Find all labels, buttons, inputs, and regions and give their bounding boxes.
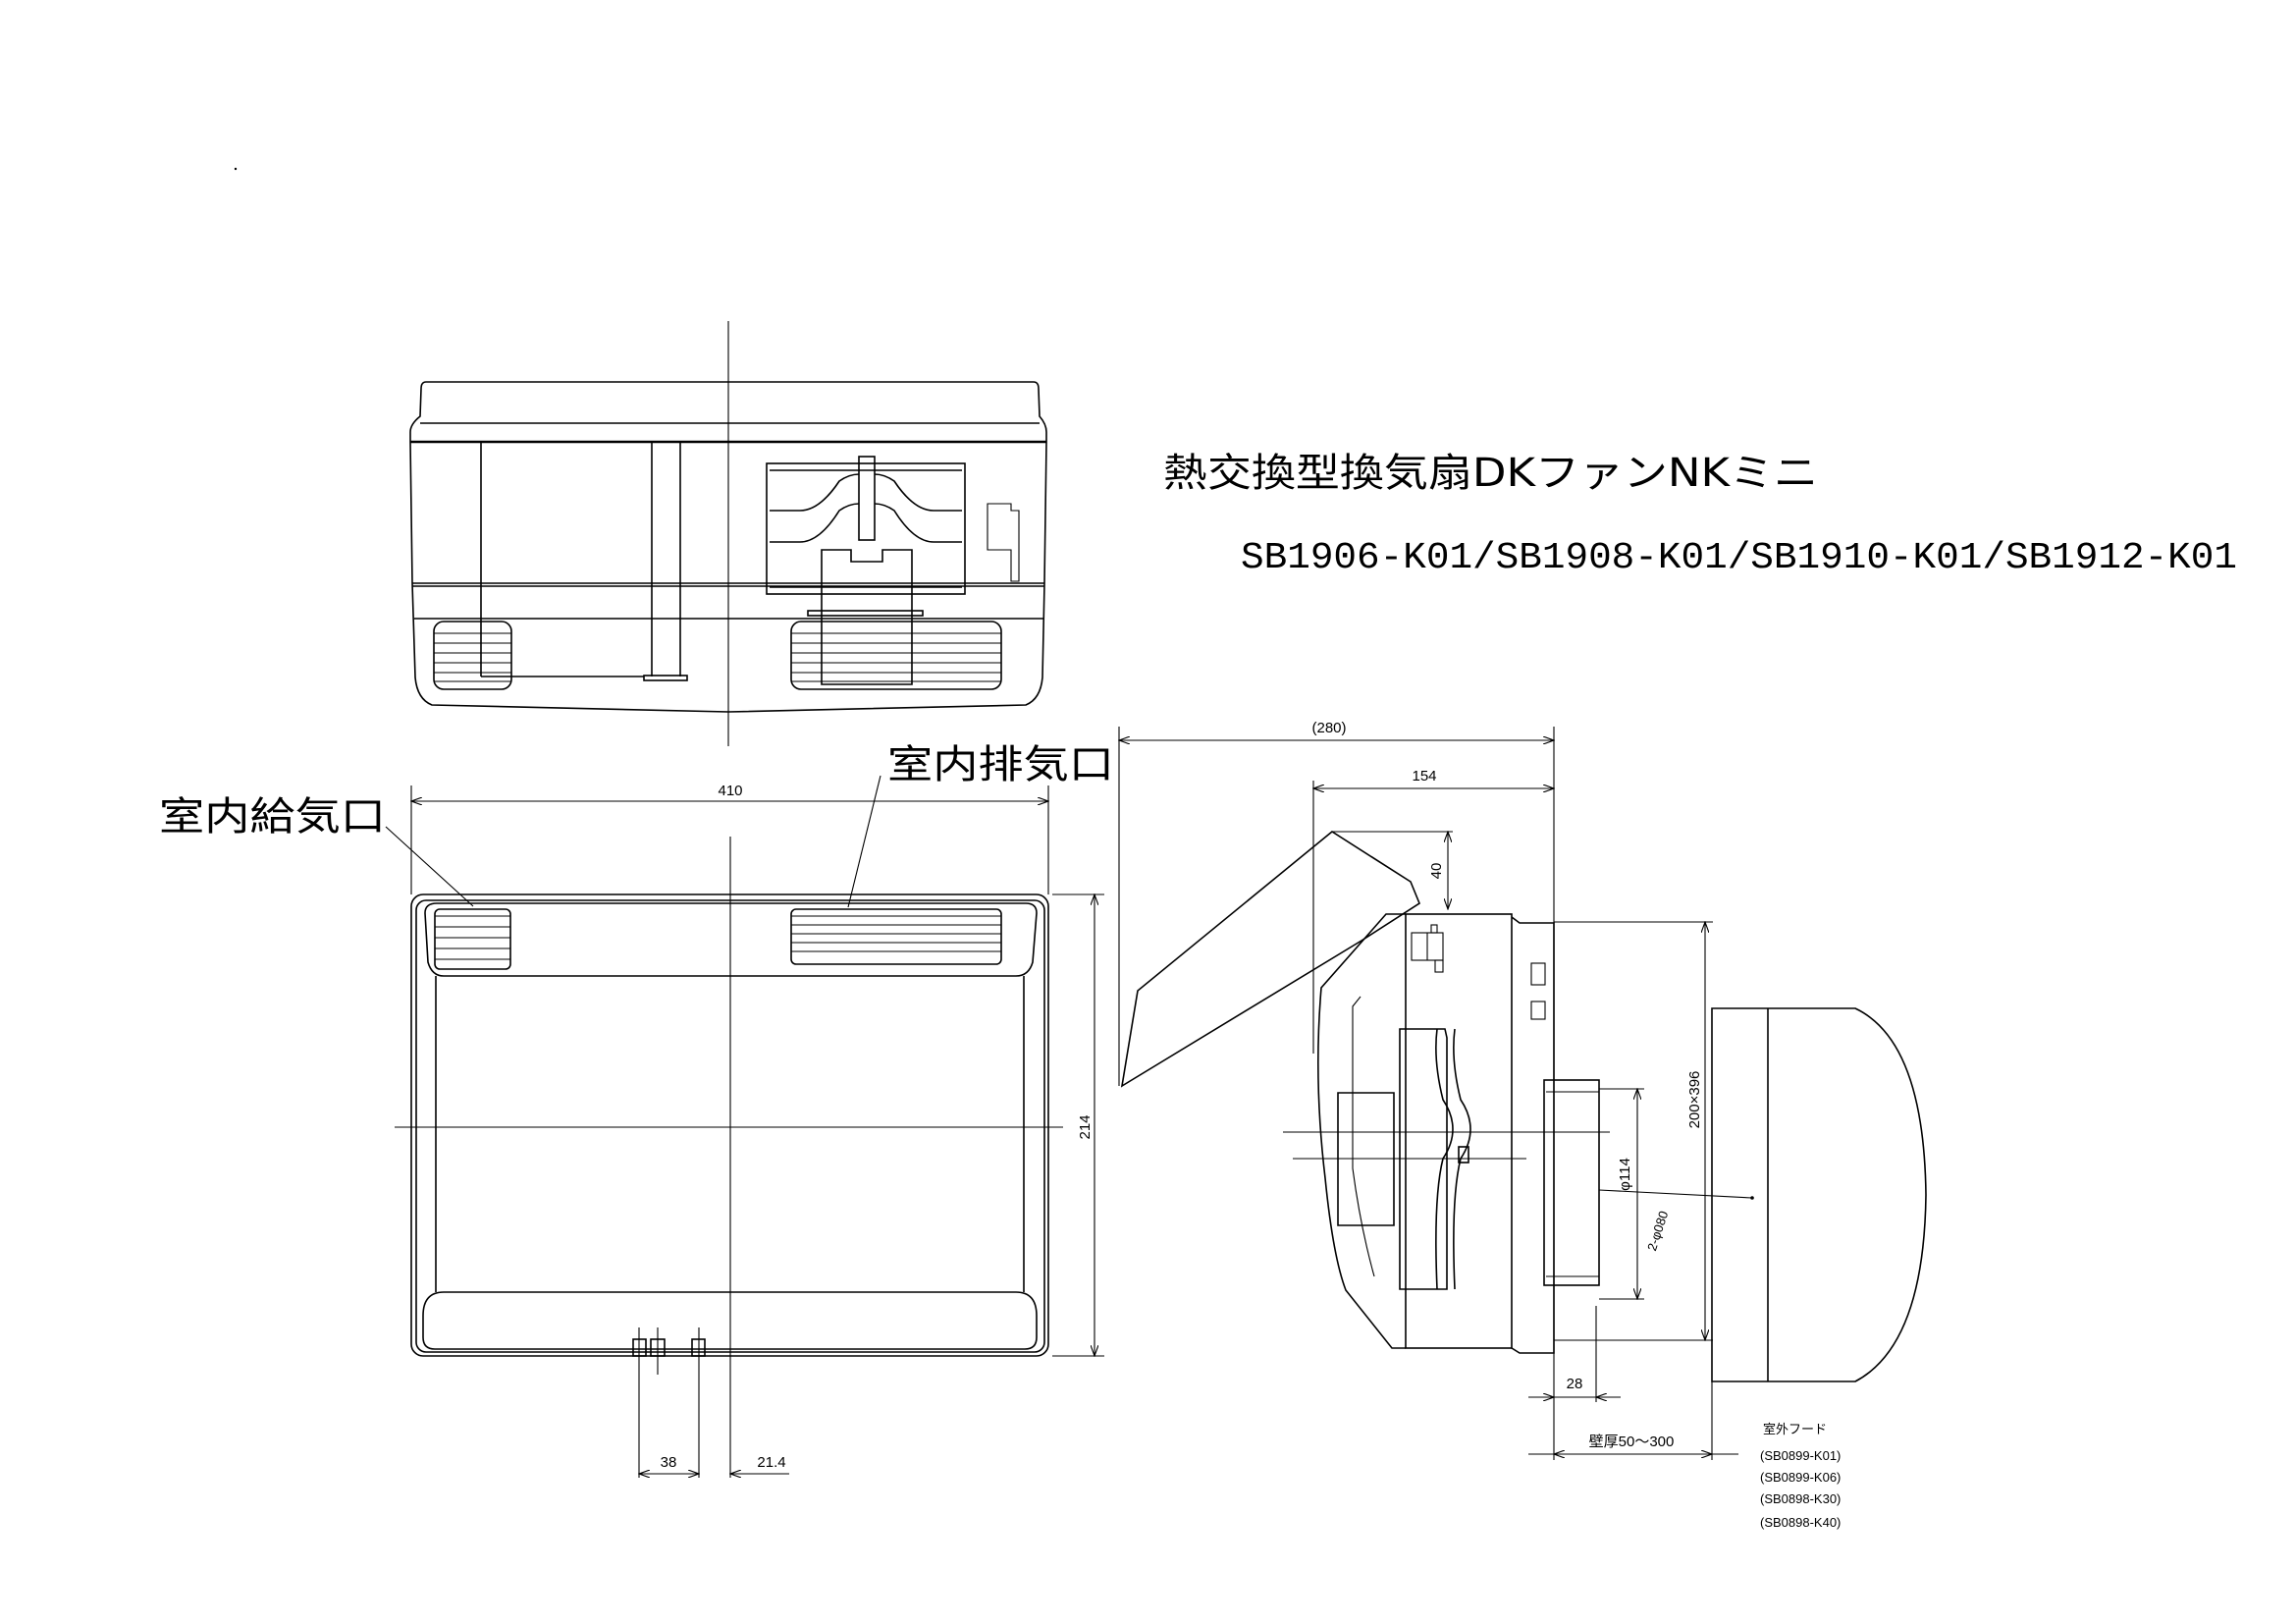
fan-housing [1399, 1028, 1448, 1290]
top-cap [426, 381, 1047, 442]
hood-part-number: (SB0899-K06) [1760, 1470, 1841, 1485]
top-view [409, 321, 1047, 746]
flap-height-dimension: 40 [1428, 863, 1445, 880]
side-motor [1337, 1092, 1395, 1226]
front-panel-outer [410, 893, 1049, 1357]
height-dimension: 214 [1077, 1114, 1094, 1139]
top-left-grille [433, 621, 512, 690]
side-body [1405, 913, 1513, 1349]
overall-depth-dimension: (280) [1311, 720, 1346, 736]
exhaust-port-leader [847, 775, 881, 908]
spacing-dimension-38: 38 [661, 1454, 677, 1471]
top-fan-assembly [766, 456, 1020, 685]
front-view: 410 214 38 2 [385, 775, 1104, 1478]
top-motor [821, 549, 913, 685]
top-body [409, 441, 1047, 713]
wall-thickness-dimension: 壁厚50～300 [1589, 1434, 1675, 1450]
hood-part-number: (SB0898-K40) [1760, 1515, 1841, 1530]
duct-pipe [1543, 1079, 1600, 1286]
supply-port-label: 室内給気口 [159, 794, 386, 839]
supply-port-leader [385, 826, 474, 907]
duct-size-dimension: 200×396 [1686, 1071, 1703, 1129]
spacing-dimension-21-4: 21.4 [757, 1454, 785, 1471]
side-view: (280) 154 40 φ114 [1119, 720, 1927, 1460]
front-exhaust-grille [790, 908, 1002, 965]
hole-spec-dimension: 2-φ080 [1644, 1209, 1671, 1252]
outdoor-hood [1711, 1007, 1927, 1382]
front-top-band [424, 902, 1038, 977]
product-title: 熱交換型換気扇DKファンNKミニ [1163, 451, 1818, 496]
protrusion-dimension: 28 [1567, 1376, 1583, 1392]
model-numbers: SB1906-K01/SB1908-K01/SB1910-K01/SB1912-… [1241, 537, 2237, 579]
rear-flange [1511, 916, 1555, 1354]
front-supply-grille [434, 908, 511, 970]
duct-diameter-dimension: φ114 [1617, 1158, 1633, 1191]
hood-part-number: (SB0899-K01) [1760, 1448, 1841, 1463]
exhaust-port-label: 室内排気口 [887, 742, 1114, 787]
width-dimension: 410 [718, 783, 742, 799]
outdoor-hood-label: 室外フード [1763, 1422, 1827, 1436]
stray-dot [234, 167, 238, 171]
hood-parts-list: 室外フード (SB0899-K01) (SB0899-K06) (SB0898-… [1760, 1422, 1841, 1530]
hood-part-number: (SB0898-K30) [1760, 1491, 1841, 1506]
body-depth-dimension: 154 [1412, 768, 1436, 785]
open-flap [1120, 831, 1420, 1088]
terminal-block [1411, 924, 1444, 973]
front-bottom-band [422, 1291, 1038, 1350]
top-right-grille [790, 621, 1002, 690]
front-cover [1317, 913, 1406, 1349]
